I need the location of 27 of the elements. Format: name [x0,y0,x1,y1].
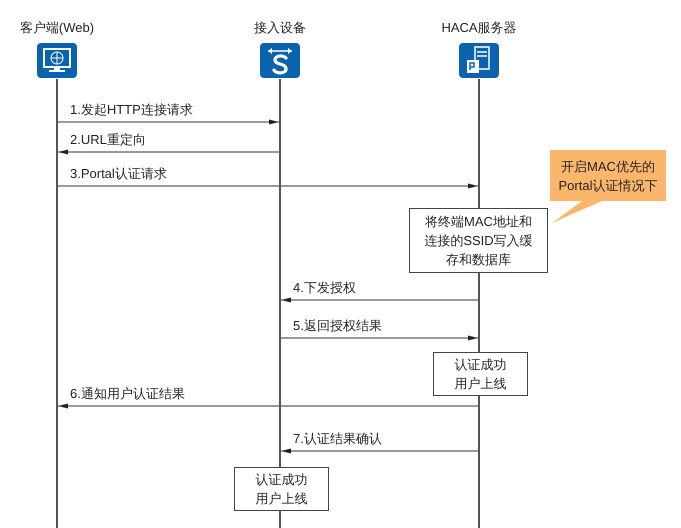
message-label: 7.认证结果确认 [292,431,383,446]
process-box: 认证成功用户上线 [433,352,528,396]
participant-label: HACA服务器 [440,19,518,36]
message-arrow [58,150,280,154]
callout: 开启MAC优先的Portal认证情况下 [550,150,666,225]
message-arrow [280,448,478,454]
message-label: 3.Portal认证请求 [69,166,168,181]
lifeline [56,79,58,528]
message-label: 2.URL重定向 [69,132,147,147]
lifeline [478,273,480,352]
message-arrow [280,298,478,302]
lifeline [279,79,281,467]
message-arrow [58,120,280,124]
message-label: 1.发起HTTP连接请求 [69,102,194,117]
message-label: 5.返回授权结果 [292,318,383,333]
participant-label: 接入设备 [253,19,307,36]
message-arrow [280,336,478,340]
message-arrow [58,184,478,188]
message-arrow [58,404,478,408]
message-label: 6.通知用户认证结果 [69,386,186,401]
process-box: 认证成功用户上线 [234,467,329,511]
lifeline [279,511,281,528]
message-label: 4.下发授权 [292,280,357,295]
participant-label: 客户端(Web) [18,19,96,36]
lifeline [478,396,480,528]
lifeline [478,79,480,208]
process-box: 将终端MAC地址和连接的SSID写入缓存和数据库 [409,208,548,273]
